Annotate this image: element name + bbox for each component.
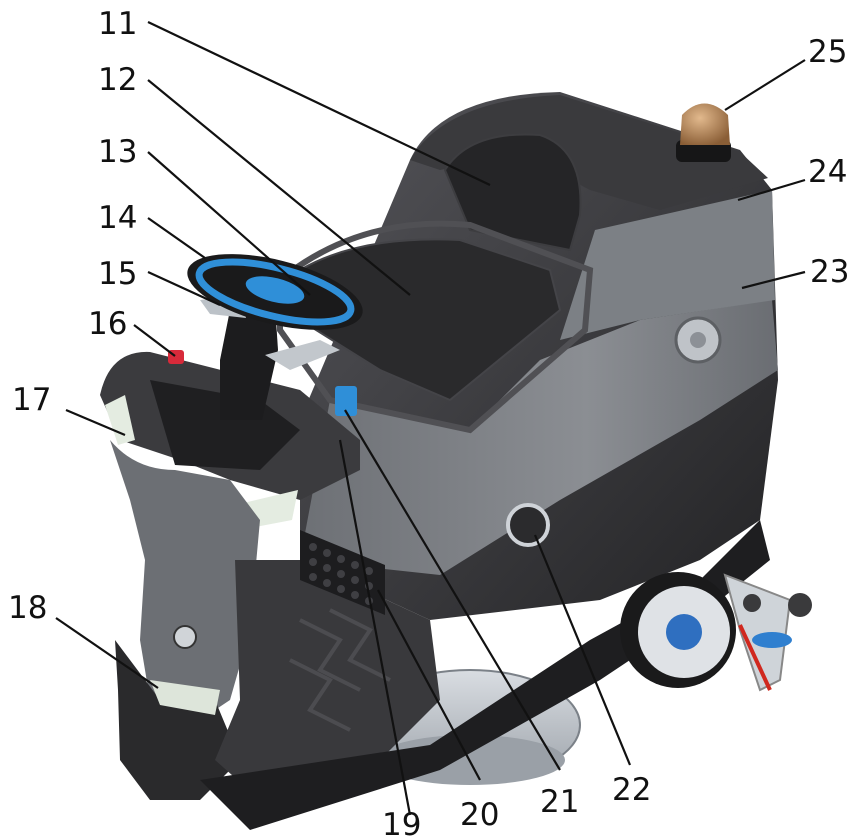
squeegee [723,573,812,692]
side-light-inner [690,332,706,348]
leader-20 [377,589,481,781]
beacon-base [676,140,731,162]
callout-23: 23 [810,254,849,290]
seat-cushion [299,238,562,402]
leader-23 [741,270,806,290]
front-fascia [110,440,260,720]
callout-16: 16 [88,306,127,342]
tank-cover [410,95,768,210]
callout-18: 18 [8,590,47,626]
callout-24: 24 [808,154,847,190]
upper-grey-panel [560,190,775,340]
callout-20: 20 [460,797,499,833]
leader-21 [344,409,561,771]
leader-lines [55,21,806,816]
leader-11 [147,21,491,186]
callout-13: 13 [98,134,137,170]
rear-wheel [620,572,736,688]
side-panel [300,300,778,575]
callout-22: 22 [612,772,651,808]
machine-illustration [100,92,812,830]
beacon-dome [680,103,730,145]
seat-tray [277,220,594,434]
tread-pattern [289,608,391,732]
callout-11: 11 [98,6,137,42]
leader-24 [737,178,806,202]
vent-grille [300,530,385,615]
callout-15: 15 [98,256,137,292]
seat-backrest [443,133,582,252]
leader-13 [147,151,311,296]
callout-14: 14 [98,200,137,236]
lower-light [150,680,220,715]
callout-25: 25 [808,34,847,70]
callout-19: 19 [382,807,421,838]
leader-15 [147,271,221,306]
leader-17 [65,408,126,437]
callout-17: 17 [12,382,51,418]
callout-21: 21 [540,784,579,820]
leader-14 [147,217,206,259]
callout-labels: 11 12 13 14 15 16 17 18 19 20 21 22 23 2… [8,6,849,838]
callout-12: 12 [98,62,137,98]
steering-wheel [187,254,363,330]
leader-19 [338,439,412,816]
front-light-left [105,395,135,445]
leader-18 [55,617,159,689]
leader-22 [533,534,632,766]
front-bumper [115,640,240,800]
leader-25 [724,59,806,111]
front-key [173,625,197,649]
blue-switch [335,386,357,416]
lower-skirt [200,520,770,830]
leader-16 [133,324,176,357]
steering-column [220,305,278,420]
leader-12 [147,79,411,296]
seat-bracket [265,340,340,370]
side-knob [506,503,550,547]
